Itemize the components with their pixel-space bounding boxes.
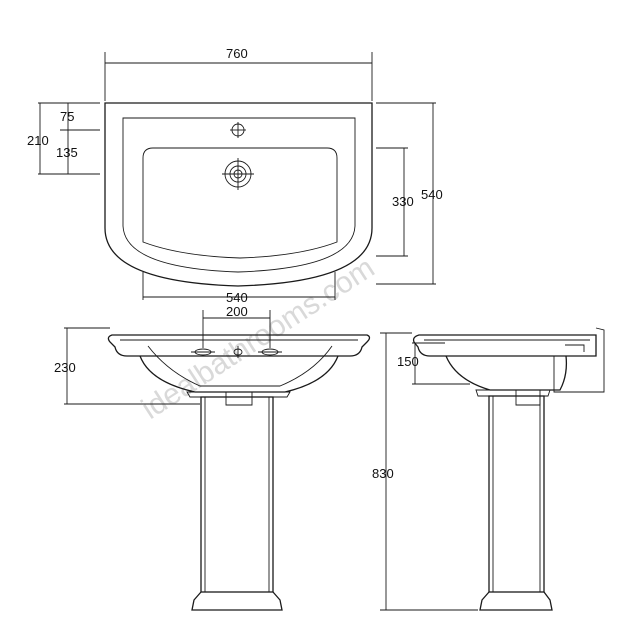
dim-overall-width: 760: [226, 46, 248, 61]
tap-hole-icon: [230, 122, 246, 138]
tap-holes-front: [191, 346, 282, 358]
basin-rim-side: [412, 334, 597, 357]
dim-waste-offset: 135: [56, 145, 78, 160]
dim-tap-to-waste-depth: 210: [27, 133, 49, 148]
basin-outline-plan: [104, 102, 373, 287]
dim-tap-hole-offset: 75: [60, 109, 74, 124]
basin-bowl-side: [445, 355, 568, 391]
plan-view: [104, 102, 373, 287]
dim-bowl-width: 540: [226, 290, 248, 305]
dim-bowl-depth: 330: [392, 194, 414, 209]
pedestal-side: [488, 395, 545, 593]
plan-dimensions: 760 75 210 135 540 330 540: [27, 46, 443, 305]
watermark: idealbathrooms.com: [136, 251, 381, 426]
basin-rim-front: [107, 334, 371, 357]
pedestal-base-side: [479, 591, 553, 611]
pedestal-base-front: [191, 591, 283, 611]
front-elevation: [107, 334, 371, 611]
pedestal-front: [200, 396, 274, 593]
dim-depth: 540: [421, 187, 443, 202]
waste-outlet-icon: [222, 158, 254, 190]
dim-bowl-height-side: 150: [397, 354, 419, 369]
basin-inner-rim-plan: [122, 117, 356, 273]
dim-basin-height: 230: [54, 360, 76, 375]
front-dimensions: 200 230: [54, 304, 271, 405]
side-elevation: [412, 327, 605, 611]
side-dimensions: 830 150: [372, 332, 478, 611]
bowl-outline-plan: [142, 147, 338, 259]
dim-tap-hole-spacing: 200: [226, 304, 248, 319]
dim-overall-height: 830: [372, 466, 394, 481]
